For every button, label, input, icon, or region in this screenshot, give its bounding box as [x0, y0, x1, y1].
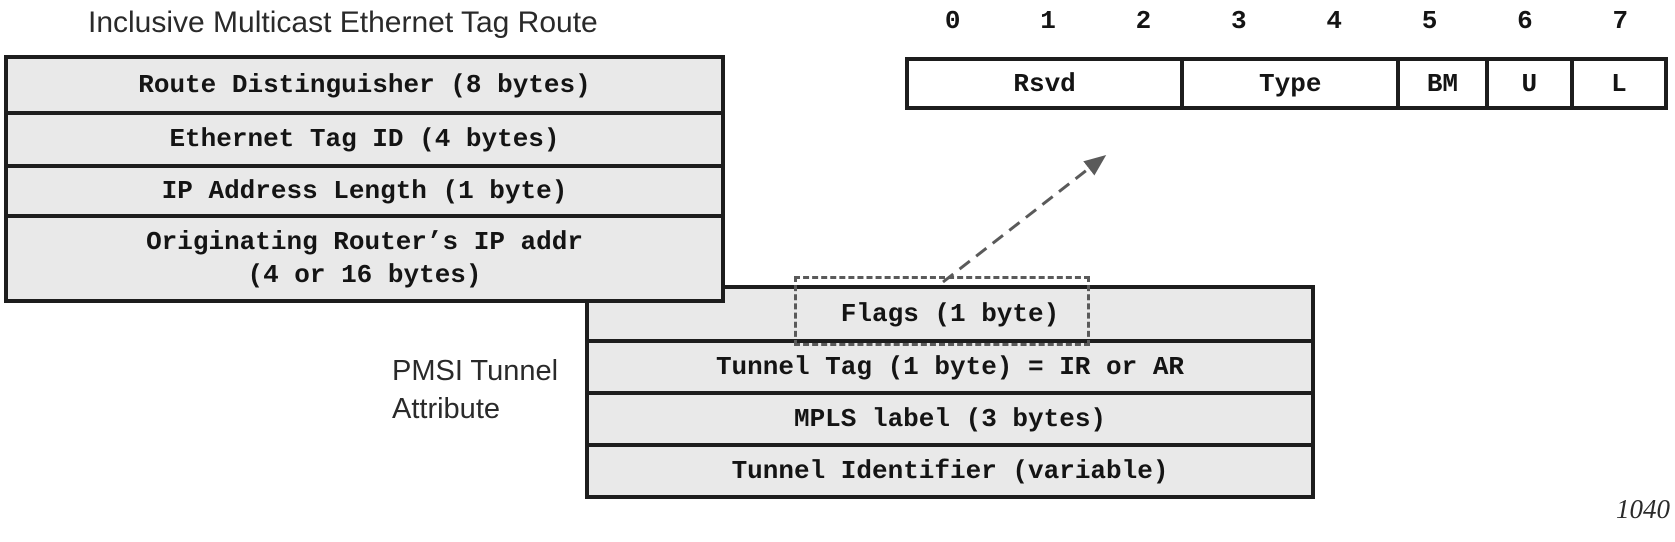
bit-field-rsvd: Rsvd [1013, 68, 1076, 99]
flags-bit-field: Rsvd Type BM U L [905, 57, 1668, 110]
bit-number-1: 1 [1040, 6, 1056, 36]
flags-highlight-dashed-box [794, 276, 1090, 346]
table-row-ethernet-tag-id: Ethernet Tag ID (4 bytes) [8, 111, 721, 164]
pmsi-tunnel-attribute-label: PMSI Tunnel Attribute [392, 352, 558, 428]
bit-number-4: 4 [1326, 6, 1342, 36]
bit-field-l: L [1569, 61, 1664, 106]
bit-number-5: 5 [1421, 6, 1438, 36]
row-label-line1: Originating Router’s IP addr [146, 226, 583, 257]
dashed-callout-arrow-icon [942, 154, 1107, 284]
table-row-ip-address-length: IP Address Length (1 byte) [8, 164, 721, 214]
table-row-tunnel-identifier: Tunnel Identifier (variable) [589, 443, 1311, 495]
bit-field-u: U [1484, 61, 1570, 106]
table-row-tunnel-tag: Tunnel Tag (1 byte) = IR or AR [589, 339, 1311, 391]
bit-field-bm: BM [1396, 61, 1484, 106]
bit-number-3: 3 [1231, 6, 1247, 36]
row-label-line2: (4 or 16 bytes) [247, 259, 482, 290]
pmsi-tunnel-attribute-table: Flags (1 byte) Tunnel Tag (1 byte) = IR … [585, 285, 1315, 499]
pmsi-label-line2: Attribute [392, 393, 500, 425]
bit-number-7: 7 [1612, 6, 1629, 36]
table-row-flags: Flags (1 byte) [840, 299, 1060, 329]
bit-number-2: 2 [1135, 6, 1152, 36]
table-row-originating-router-ip: Originating Router’s IP addr (4 or 16 by… [8, 214, 721, 299]
route-fields-table: Route Distinguisher (8 bytes) Ethernet T… [4, 55, 725, 303]
bit-number-6: 6 [1517, 6, 1533, 36]
pmsi-label-line1: PMSI Tunnel [392, 355, 559, 387]
bit-number-row: 0 1 2 3 4 5 6 7 [905, 4, 1668, 38]
table-row-mpls-label: MPLS label (3 bytes) [589, 391, 1311, 443]
diagram-title: Inclusive Multicast Ethernet Tag Route [88, 6, 598, 39]
table-row-route-distinguisher: Route Distinguisher (8 bytes) [138, 69, 591, 100]
bit-number-0: 0 [944, 6, 961, 36]
figure-number: 1040 [1616, 494, 1670, 524]
bit-field-type: Type [1180, 61, 1396, 106]
